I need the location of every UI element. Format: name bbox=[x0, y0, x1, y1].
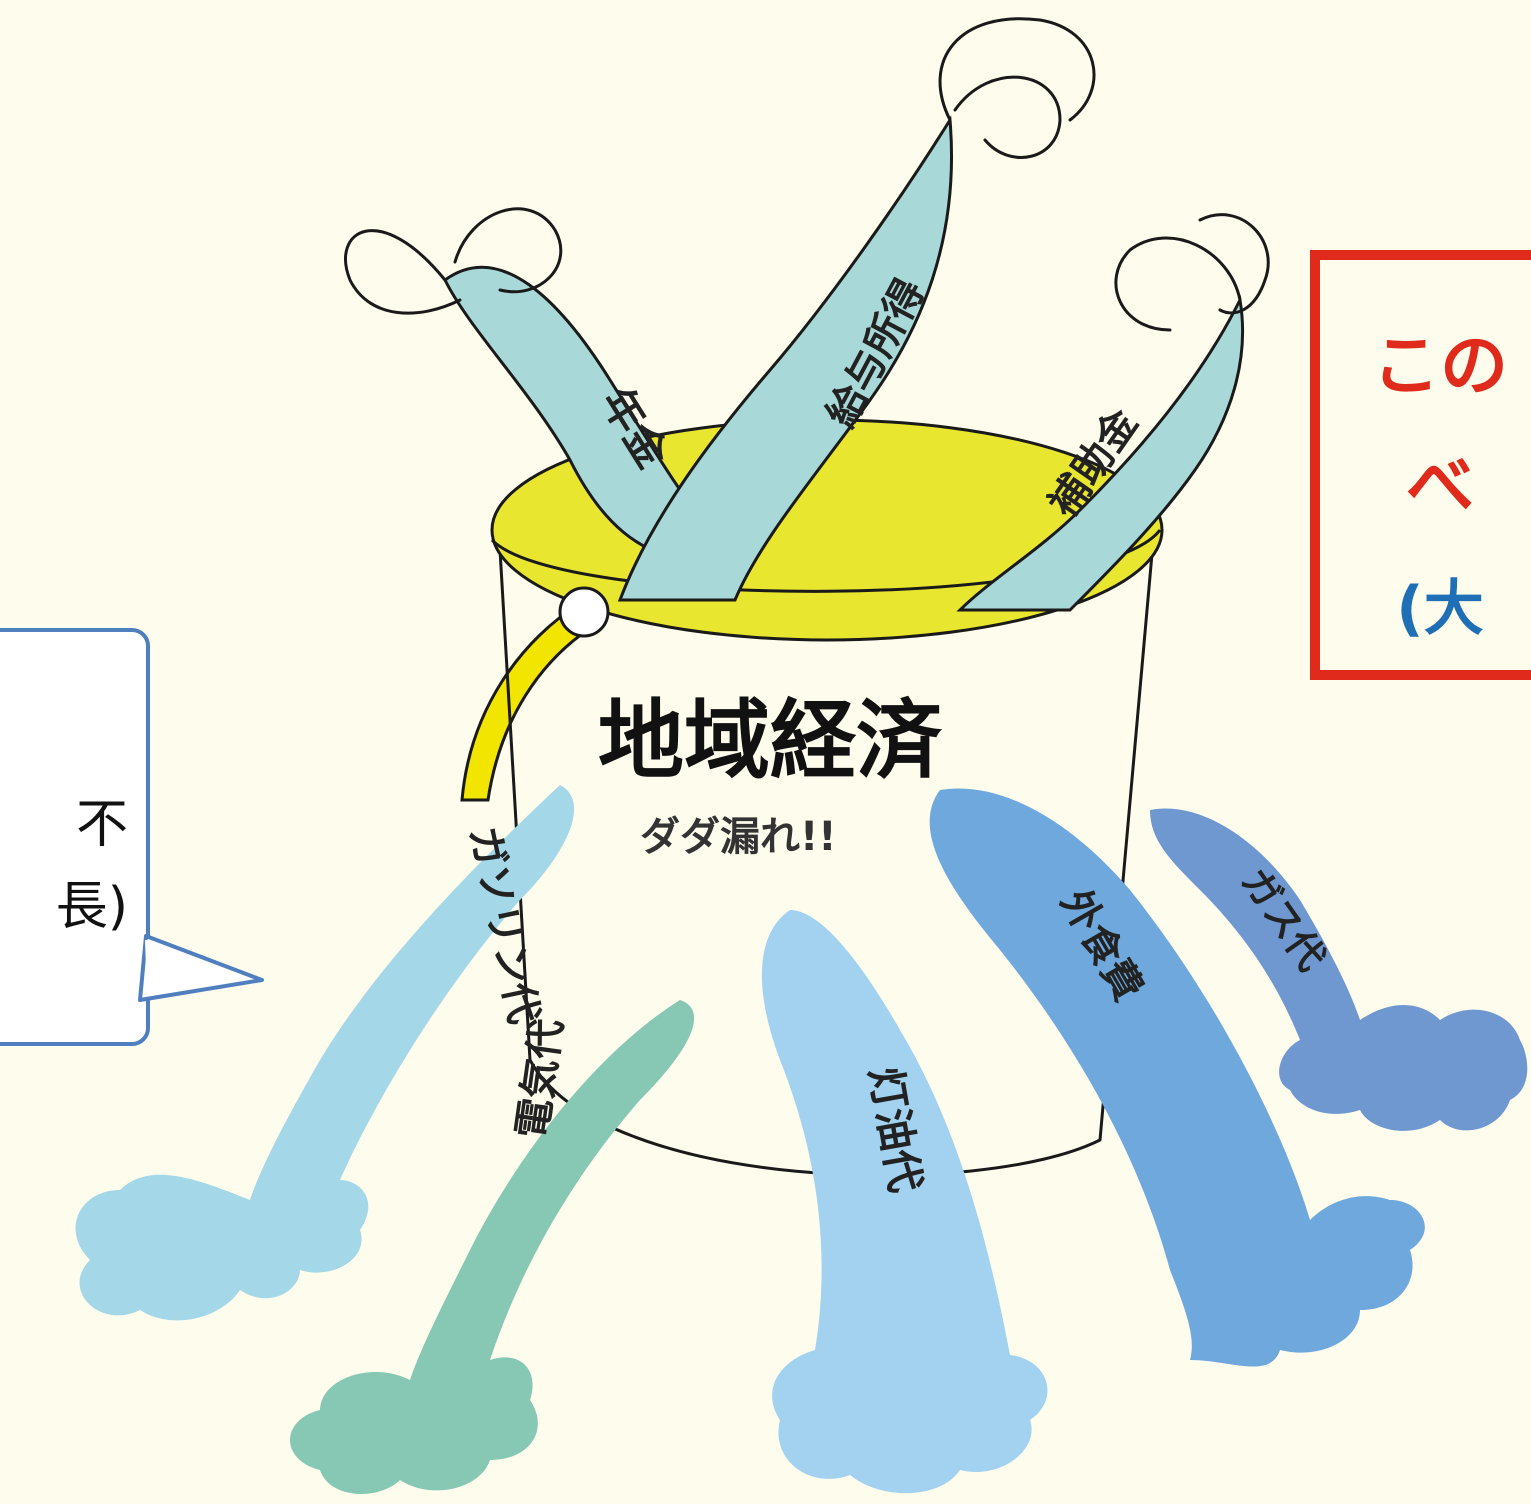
handle-ring bbox=[558, 586, 610, 638]
annotation-line-3: (大 bbox=[1396, 574, 1484, 644]
speech-bubble: 不 長) bbox=[0, 628, 150, 1046]
bucket-body bbox=[498, 518, 1157, 1177]
annotation-line-2: べ bbox=[1405, 447, 1474, 526]
bucket-title: 地域経済 bbox=[598, 691, 943, 791]
bucket-subtitle: ダダ漏れ!! bbox=[640, 814, 836, 860]
speech-bubble-tail bbox=[138, 934, 264, 1002]
annotation-line-1: この bbox=[1371, 327, 1508, 406]
outflow-kerosene: 灯油代 bbox=[761, 910, 1048, 1494]
speech-bubble-line-1: 不 bbox=[75, 795, 128, 855]
bucket-handle bbox=[460, 597, 597, 802]
annotation-box: この べ (大 bbox=[1310, 250, 1531, 680]
outflow-dining: 外食費 bbox=[929, 788, 1425, 1367]
speech-bubble-line-2: 長) bbox=[55, 877, 128, 937]
